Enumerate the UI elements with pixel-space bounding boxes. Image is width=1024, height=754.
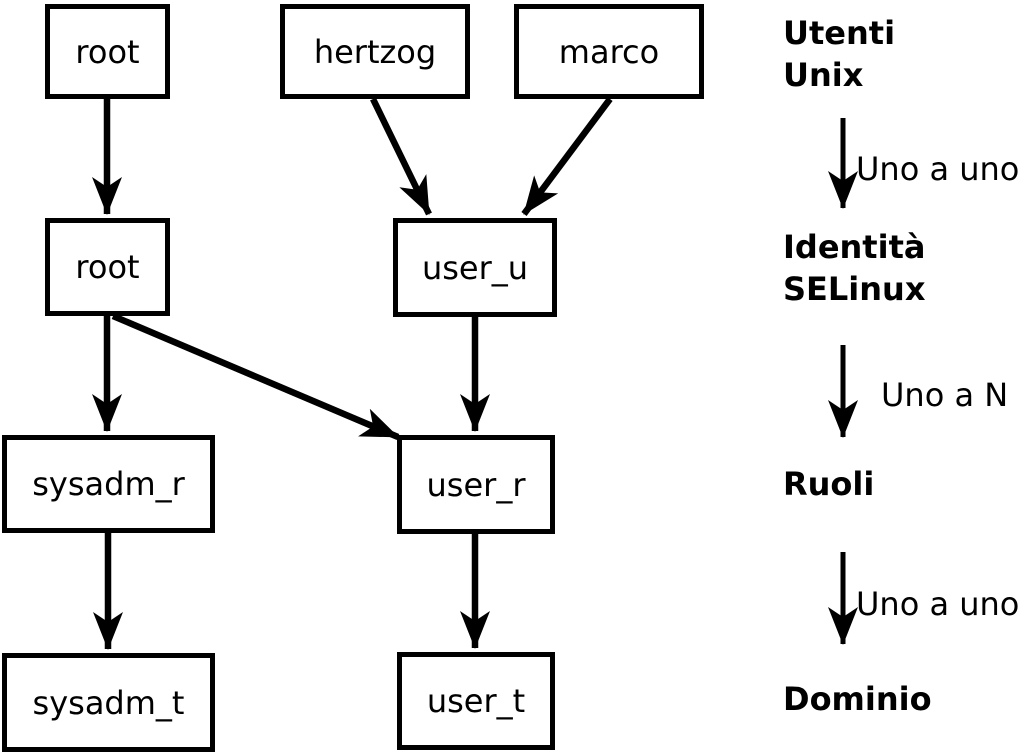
node-domain-user-t: user_t — [397, 652, 555, 750]
legend-level-ruoli: Ruoli — [783, 465, 875, 503]
legend-relation-uno-a-n: Uno a N — [881, 376, 1009, 414]
legend-level-identita-selinux: Identità SELinux — [783, 228, 926, 309]
legend-level-dominio: Dominio — [783, 680, 932, 718]
node-unix-user-root: root — [45, 4, 170, 99]
node-label: user_u — [421, 248, 529, 287]
edge-hertzog-to-useru — [370, 97, 432, 216]
node-label: root — [75, 32, 140, 71]
node-unix-user-hertzog: hertzog — [280, 4, 470, 99]
node-label: sysadm_t — [32, 683, 185, 722]
node-unix-user-marco: marco — [514, 4, 704, 99]
legend-level-utenti-unix: Utenti Unix — [783, 14, 896, 95]
node-domain-sysadm-t: sysadm_t — [2, 653, 215, 752]
node-label: marco — [558, 32, 660, 71]
node-label: sysadm_r — [32, 465, 185, 503]
node-role-sysadm-r: sysadm_r — [2, 435, 215, 533]
node-selinux-identity-user-u: user_u — [393, 218, 557, 317]
node-selinux-identity-root: root — [45, 218, 170, 316]
edge-marco-to-useru — [521, 97, 613, 216]
node-label: hertzog — [313, 32, 437, 71]
node-label: root — [75, 248, 140, 286]
node-label: user_t — [426, 682, 526, 720]
legend-relation-uno-a-uno-1: Uno a uno — [856, 150, 1020, 188]
node-role-user-r: user_r — [397, 435, 555, 534]
edge-selinuxroot-to-userr — [111, 313, 400, 440]
node-label: user_r — [426, 465, 526, 504]
legend-relation-uno-a-uno-2: Uno a uno — [856, 585, 1020, 623]
